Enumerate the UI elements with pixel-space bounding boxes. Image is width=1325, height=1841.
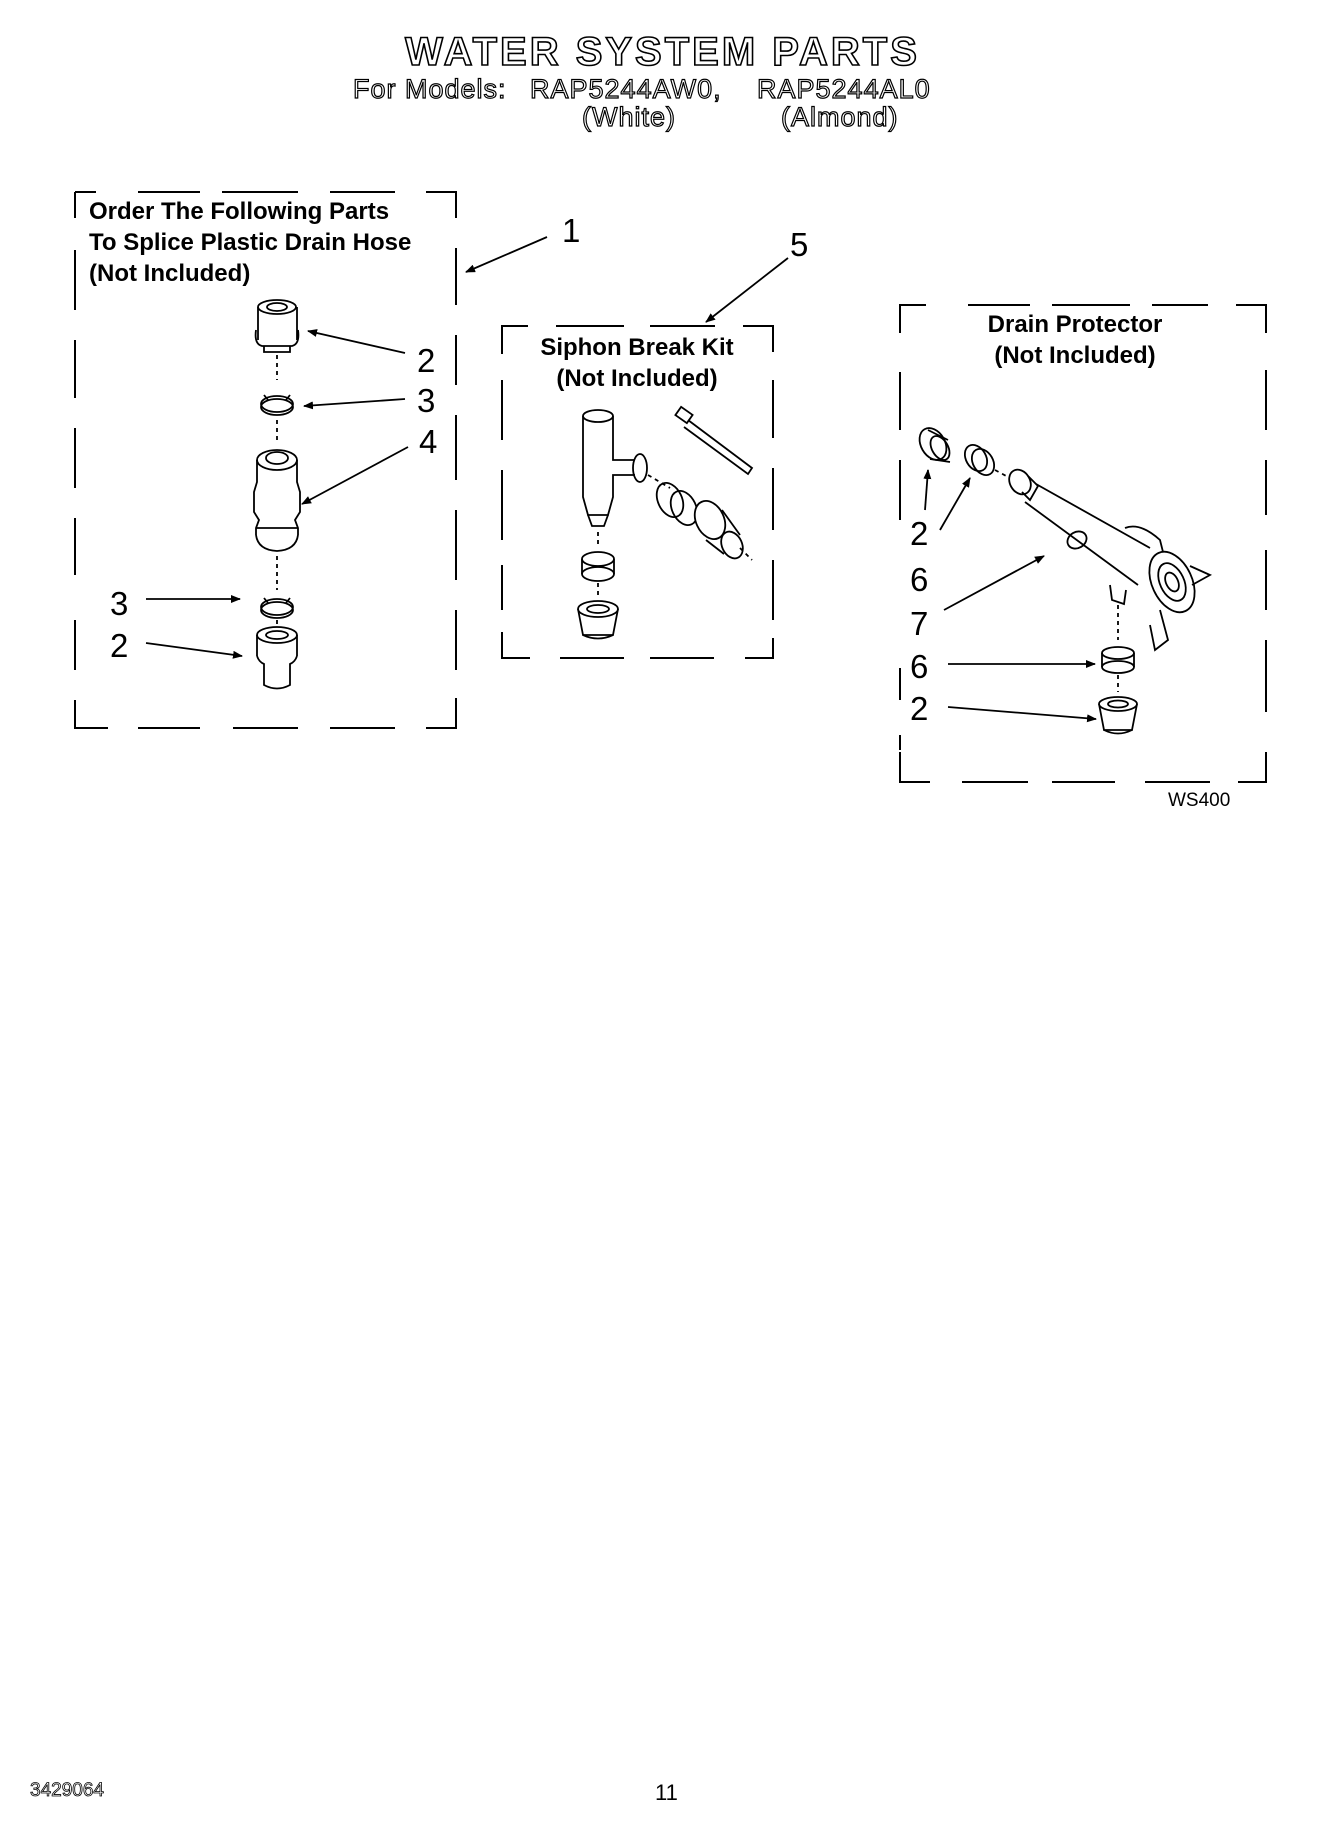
tie-strap-icon: [674, 405, 754, 476]
callout-left-4: 4: [419, 423, 438, 460]
drain-clamp-icon: [963, 443, 1011, 479]
callout-right-6-bottom: 6: [910, 648, 929, 685]
callout-left-3-bottom: 3: [110, 585, 129, 622]
document-number: 3429064: [30, 1780, 105, 1802]
model-number-almond: RAP5244AL0: [756, 73, 931, 104]
drain-box-title: Drain Protector (Not Included): [950, 309, 1200, 371]
hose-clamp-icon: [260, 597, 294, 630]
drain-clamp-icon: [1101, 646, 1135, 692]
splice-box-line-1: Order The Following Parts: [89, 198, 390, 225]
siphon-connector-icon: [577, 600, 619, 640]
diagram-code: WS400: [1168, 790, 1231, 811]
page-number: 11: [655, 1780, 678, 1805]
hose-coupling-icon: [253, 420, 301, 590]
hose-clamp-icon: [260, 394, 294, 416]
callout-leader-lines: [923, 469, 1097, 723]
siphon-tee-icon: [582, 409, 648, 548]
drain-protector-icon: [1008, 468, 1213, 652]
callout-right-7: 7: [910, 605, 929, 642]
callout-right-2-bottom: 2: [910, 690, 929, 727]
drain-box-border: [899, 304, 1267, 783]
callout-left-2-top: 2: [417, 342, 436, 379]
drain-box-line-1: Drain Protector: [987, 311, 1163, 338]
callout-left-2-bottom: 2: [110, 627, 129, 664]
splice-box-border: [74, 191, 457, 729]
callout-left-3-top: 3: [417, 382, 436, 419]
siphon-box-border: [501, 325, 774, 659]
drain-box-line-2: (Not Included): [994, 342, 1156, 369]
siphon-connector-icon: [693, 500, 753, 561]
model-number-white: RAP5244AW0,: [529, 73, 722, 104]
drain-connector-icon: [1098, 696, 1138, 735]
hose-connector-icon: [256, 626, 298, 690]
splice-box-line-2: To Splice Plastic Drain Hose: [89, 229, 412, 256]
color-label-almond: (Almond): [780, 101, 899, 132]
callout-right-6-top: 6: [910, 561, 929, 598]
drain-connector-icon: [918, 427, 951, 463]
siphon-clamp-icon: [581, 551, 615, 596]
siphon-box-title: Siphon Break Kit (Not Included): [512, 332, 762, 394]
siphon-box-line-1: Siphon Break Kit: [540, 334, 734, 361]
siphon-box-line-2: (Not Included): [556, 365, 718, 392]
siphon-clamp-icon: [647, 474, 699, 526]
callout-right-2-top: 2: [910, 515, 929, 552]
callout-leader-lines: [705, 257, 789, 323]
callout-5: 5: [790, 226, 809, 263]
callout-leader-lines: [145, 236, 548, 659]
page-title: WATER SYSTEM PARTS: [404, 29, 920, 75]
callout-1: 1: [562, 212, 581, 249]
splice-box-title: Order The Following Parts To Splice Plas…: [89, 196, 411, 289]
splice-box-line-3: (Not Included): [89, 260, 251, 287]
models-label: For Models:: [352, 73, 507, 104]
hose-connector-icon: [254, 299, 300, 380]
color-label-white: (White): [581, 101, 676, 132]
